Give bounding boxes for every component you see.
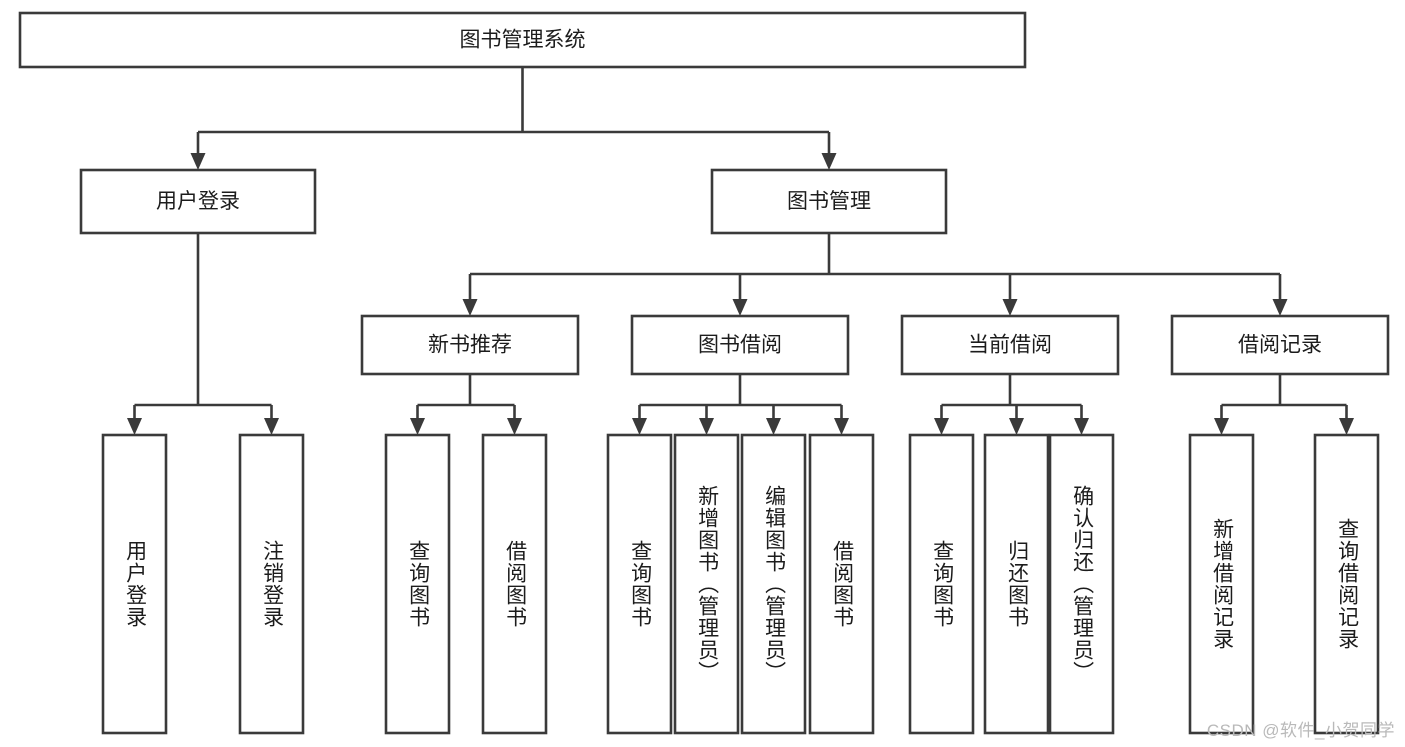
- node-label-book-manage: 图书管理: [787, 190, 871, 213]
- node-box-book-manage[interactable]: [710, 168, 948, 235]
- arrow-head-current-borrow: [1002, 299, 1018, 316]
- node-label-new-book-recommend: 新书推荐: [428, 334, 512, 357]
- node-label-user-login: 用户登录: [156, 190, 240, 213]
- arrow-head-leaf-return-book: [1009, 418, 1024, 435]
- arrow-head-leaf-add-book: [699, 418, 714, 435]
- node-label-root: 图书管理系统: [460, 29, 586, 52]
- node-box-leaf-query-book-2[interactable]: [606, 433, 673, 735]
- arrow-head-leaf-borrow-book-1: [507, 418, 522, 435]
- node-label-book-borrow: 图书借阅: [698, 334, 782, 357]
- node-box-leaf-query-book-3[interactable]: [908, 433, 975, 735]
- watermark-text: CSDN @软件_小贺同学: [1206, 721, 1395, 740]
- arrow-head-leaf-user-logout: [264, 418, 279, 435]
- node-box-leaf-query-book-1[interactable]: [384, 433, 451, 735]
- arrow-head-new-book-recommend: [462, 299, 478, 316]
- node-box-new-book-recommend[interactable]: [360, 314, 580, 376]
- arrow-head-leaf-edit-book: [766, 418, 781, 435]
- node-box-book-borrow[interactable]: [630, 314, 850, 376]
- arrow-head-leaf-query-book-2: [632, 418, 647, 435]
- arrow-head-user-login: [190, 153, 206, 170]
- node-box-leaf-add-book[interactable]: [673, 433, 740, 735]
- arrow-head-leaf-user-login: [127, 418, 142, 435]
- node-box-leaf-user-logout[interactable]: [238, 433, 305, 735]
- arrow-head-leaf-query-record: [1339, 418, 1354, 435]
- node-box-leaf-user-login[interactable]: [101, 433, 168, 735]
- node-box-leaf-confirm-return[interactable]: [1048, 433, 1115, 735]
- node-box-user-login[interactable]: [79, 168, 317, 235]
- node-label-borrow-record: 借阅记录: [1238, 334, 1322, 357]
- node-box-borrow-record[interactable]: [1170, 314, 1390, 376]
- arrow-head-book-manage: [821, 153, 837, 170]
- edges-layer: [127, 67, 1354, 435]
- node-box-leaf-edit-book[interactable]: [740, 433, 807, 735]
- node-box-current-borrow[interactable]: [900, 314, 1120, 376]
- node-box-root[interactable]: [18, 11, 1027, 69]
- node-box-leaf-borrow-book-1[interactable]: [481, 433, 548, 735]
- arrow-head-leaf-confirm-return: [1074, 418, 1089, 435]
- node-box-leaf-return-book[interactable]: [983, 433, 1050, 735]
- arrow-head-leaf-borrow-book-2: [834, 418, 849, 435]
- node-label-current-borrow: 当前借阅: [968, 334, 1052, 357]
- arrow-head-leaf-add-record: [1214, 418, 1229, 435]
- arrow-head-book-borrow: [732, 299, 748, 316]
- node-box-leaf-add-record[interactable]: [1188, 433, 1255, 735]
- arrow-head-borrow-record: [1272, 299, 1288, 316]
- boxes-layer: [18, 11, 1390, 735]
- node-box-leaf-query-record[interactable]: [1313, 433, 1380, 735]
- arrow-head-leaf-query-book-3: [934, 418, 949, 435]
- arrow-head-leaf-query-book-1: [410, 418, 425, 435]
- node-box-leaf-borrow-book-2[interactable]: [808, 433, 875, 735]
